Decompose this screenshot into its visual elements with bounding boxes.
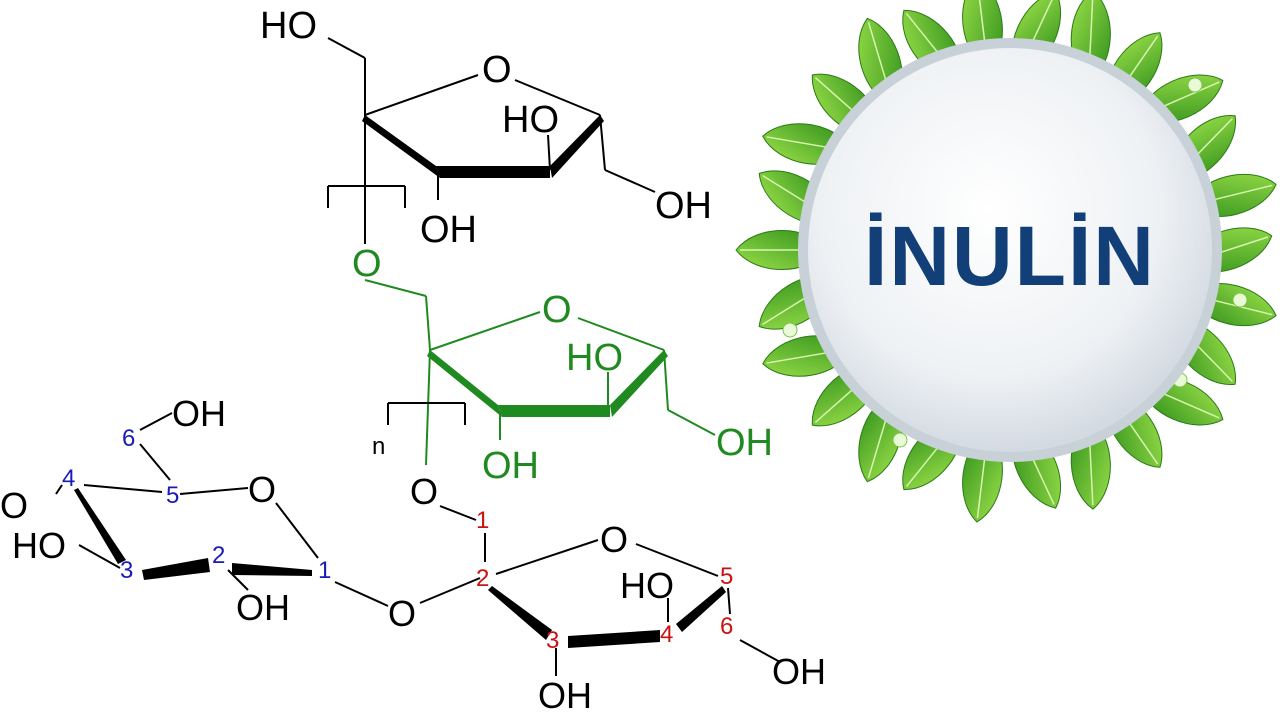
glucose-unit bbox=[55, 412, 481, 607]
top-oh-right: OH bbox=[655, 185, 712, 227]
repeat-ho-inner: HO bbox=[566, 337, 623, 379]
glucose-carbon-3: 3 bbox=[120, 557, 133, 584]
fructose-ho-inner: HO bbox=[620, 565, 674, 606]
glucose-carbon-6: 6 bbox=[122, 425, 135, 452]
repeating-fructose-unit bbox=[364, 279, 716, 466]
fructose-link-oxygen: O bbox=[410, 471, 438, 512]
repeat-oh-bottom: OH bbox=[482, 445, 539, 487]
fructose-carbon-6: 6 bbox=[720, 613, 733, 640]
repeat-bold-bond bbox=[498, 405, 610, 417]
terminal-fructose-unit bbox=[327, 37, 656, 244]
glucose-bold-bond-3-2 bbox=[142, 558, 210, 580]
fructose-ring-oxygen: O bbox=[600, 519, 628, 560]
water-drop-icon bbox=[1187, 77, 1203, 93]
fructose-wedge-2-3 bbox=[488, 586, 552, 640]
water-drop-icon bbox=[1232, 292, 1248, 308]
glucose-oh-bottom: OH bbox=[236, 587, 290, 628]
glucose-carbon-5: 5 bbox=[166, 482, 179, 509]
water-drop-icon bbox=[892, 432, 908, 448]
glycosidic-bridge-oxygen: O bbox=[388, 593, 416, 634]
inulin-title: İNULİN bbox=[864, 209, 1156, 303]
top-ho-label: HO bbox=[260, 5, 317, 47]
repeat-oh-right: OH bbox=[716, 422, 773, 464]
glucose-ho-left: HO bbox=[12, 525, 66, 566]
fructose-unit bbox=[439, 505, 781, 676]
terminal-fructose-wedge-left bbox=[362, 115, 440, 178]
repeat-count-n: n bbox=[372, 433, 385, 460]
powder-dish bbox=[808, 48, 1212, 452]
glucose-wedge-4-3 bbox=[74, 488, 126, 564]
fructose-oh-bottom: OH bbox=[538, 675, 592, 716]
top-ring-oxygen: O bbox=[482, 49, 512, 91]
fructose-wedge-4-5 bbox=[676, 586, 726, 632]
glucose-ring-oxygen: O bbox=[248, 469, 276, 510]
repeat-bracket bbox=[387, 402, 466, 425]
repeat-link-oxygen: O bbox=[352, 243, 382, 285]
terminal-fructose-wedge-right bbox=[550, 115, 604, 178]
glucose-o-left: O bbox=[0, 485, 28, 526]
glucose-carbon-1: 1 bbox=[318, 557, 331, 584]
fructose-carbon-3: 3 bbox=[546, 627, 559, 654]
fructose-carbon-5: 5 bbox=[720, 563, 733, 590]
top-oh-bottom: OH bbox=[420, 209, 477, 251]
fructose-bold-bond-3-4 bbox=[568, 630, 660, 648]
top-ho-inner: HO bbox=[502, 99, 559, 141]
glucose-oh-top: OH bbox=[172, 393, 226, 434]
fructose-carbon-2: 2 bbox=[476, 565, 489, 592]
glucose-wedge-2-1 bbox=[232, 563, 312, 576]
repeat-ring-oxygen: O bbox=[542, 289, 572, 331]
repeat-wedge-right bbox=[610, 350, 668, 417]
repeat-wedge-left bbox=[427, 350, 502, 417]
fructose-oh-right: OH bbox=[772, 651, 826, 692]
glucose-carbon-2: 2 bbox=[212, 542, 225, 569]
water-drop-icon bbox=[782, 322, 798, 338]
terminal-fructose-bold-bond bbox=[436, 166, 550, 178]
fructose-carbon-4: 4 bbox=[660, 621, 673, 648]
fructose-carbon-1: 1 bbox=[476, 507, 489, 534]
inulin-structure-diagram: HO O HO OH OH O O HO OH OH bbox=[0, 5, 826, 716]
glucose-carbon-4: 4 bbox=[62, 465, 75, 492]
